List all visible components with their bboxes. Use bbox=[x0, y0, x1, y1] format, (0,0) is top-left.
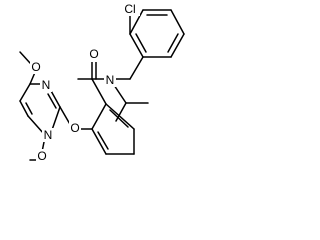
bond bbox=[167, 33, 179, 53]
bond bbox=[91, 78, 107, 105]
amide-nitrogen-label: N bbox=[106, 73, 115, 87]
methoxy-oxygen-bottom-label: O bbox=[37, 149, 46, 163]
bond bbox=[27, 115, 45, 135]
bond bbox=[47, 93, 57, 109]
bond bbox=[19, 51, 31, 64]
pyrimidine-nitrogen-top-label: N bbox=[42, 78, 51, 92]
chemical-structure-diagram: Cl N O O N N O O bbox=[19, 2, 185, 163]
pyrimidine-nitrogen-bottom-label: N bbox=[44, 128, 53, 142]
carbonyl-oxygen-label: O bbox=[89, 47, 98, 61]
bond bbox=[25, 102, 33, 115]
bond bbox=[105, 103, 135, 130]
bond bbox=[97, 131, 109, 150]
atom-labels: Cl N O O N N O O bbox=[30, 2, 140, 163]
bond bbox=[113, 84, 127, 104]
bond bbox=[170, 9, 185, 35]
bond bbox=[91, 103, 107, 130]
methoxy-oxygen-top-label: O bbox=[31, 60, 40, 74]
bond bbox=[129, 33, 144, 58]
bond bbox=[129, 9, 144, 35]
bond bbox=[170, 33, 185, 58]
bond bbox=[129, 56, 144, 80]
chlorine-atom-label: Cl bbox=[124, 2, 135, 16]
bond bbox=[109, 109, 129, 128]
bond bbox=[51, 106, 61, 131]
ether-oxygen-label: O bbox=[70, 121, 79, 135]
bond bbox=[19, 100, 29, 117]
bond bbox=[19, 83, 31, 102]
bond bbox=[135, 33, 147, 53]
bond bbox=[91, 128, 107, 155]
